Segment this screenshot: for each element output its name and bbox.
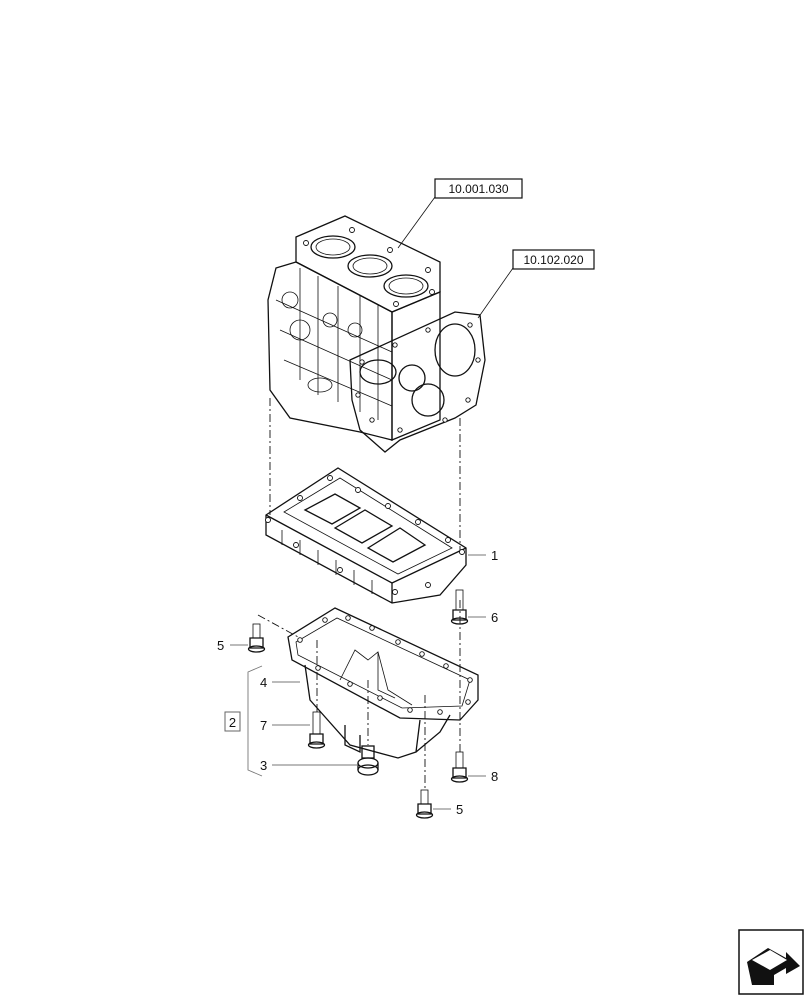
oil-pan-spacer-plate [265,467,467,604]
ref-label: 10.102.020 [523,253,583,267]
callout-5: 5 [456,802,463,817]
bolt-7 [307,711,326,749]
group-label: 2 [229,715,236,730]
oil-pan [287,607,479,759]
callout-6: 6 [491,610,498,625]
callout-5: 5 [217,638,224,653]
ref-box-10-102-020[interactable]: 10.102.020 [512,249,595,270]
alignment-line [257,614,301,639]
callout-3: 3 [260,758,267,773]
callout-8: 8 [491,769,498,784]
group-box-2[interactable]: 2 [224,711,241,732]
ref-leader-2 [477,267,514,319]
ref-label: 10.001.030 [448,182,508,196]
ref-box-10-001-030[interactable]: 10.001.030 [434,178,523,199]
drain-plug-3 [357,745,379,776]
bolt-6 [450,589,469,625]
bolt-8 [450,751,469,783]
bolt-5-upper [247,623,266,653]
ref-leader-1 [397,196,436,249]
callout-4: 4 [260,675,267,690]
bolt-5-lower [415,789,434,819]
next-page-arrow-icon[interactable] [738,929,804,995]
callout-1: 1 [491,548,498,563]
engine-block [267,215,486,453]
group-bracket [247,665,263,777]
callout-7: 7 [260,718,267,733]
